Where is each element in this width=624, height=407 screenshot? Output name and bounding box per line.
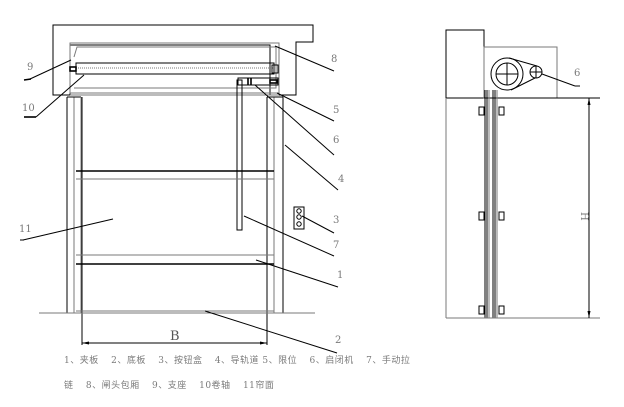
dimension-h: H — [578, 98, 591, 318]
opener-motor — [237, 77, 279, 86]
legend-line-2: 链 8、闸头包厢 9、支座 10卷轴 11帘面 — [64, 378, 283, 391]
legend-item: 2、底板 — [111, 356, 146, 366]
legend-item: 6、启闭机 — [309, 356, 354, 366]
callout-4: 4 — [338, 174, 344, 185]
callout-3: 3 — [333, 215, 339, 226]
dimension-b: B — [82, 329, 267, 345]
callout-11: 11 — [19, 224, 32, 235]
button-box — [293, 206, 305, 230]
head-box — [69, 42, 280, 96]
dimension-h-label: H — [578, 212, 589, 221]
roller-shaft — [69, 62, 279, 75]
legend-item: 4、导轨道 5、限位 — [214, 356, 298, 366]
callout-labels: 9 10 11 8 5 6 4 3 7 1 2 — [19, 54, 344, 346]
side-view: H 6 — [445, 29, 600, 319]
callout-10: 10 — [22, 103, 35, 114]
dimension-b-label: B — [170, 329, 180, 344]
callout-9: 9 — [27, 62, 33, 73]
callout-5: 5 — [333, 105, 339, 116]
side-callout-6: 6 — [574, 68, 580, 79]
legend-item: 1、夹板 — [64, 356, 99, 366]
legend-item: 7、手动拉 — [366, 356, 411, 366]
legend-item: 链 — [64, 381, 74, 391]
front-view: B 9 10 11 8 5 6 4 3 — [19, 24, 344, 354]
side-guide-rails — [478, 90, 600, 318]
legend-item: 10卷轴 — [199, 381, 231, 391]
callout-1: 1 — [337, 270, 343, 281]
legend-item: 8、闸头包厢 — [85, 381, 140, 391]
callout-6: 6 — [333, 135, 339, 146]
callout-8: 8 — [331, 54, 337, 65]
legend-item: 9、支座 — [152, 381, 187, 391]
legend-item: 11帘面 — [242, 381, 275, 391]
guide-rails — [66, 96, 284, 345]
manual-chain — [236, 79, 243, 231]
legend-line-1: 1、夹板 2、底板 3、按钮盒 4、导轨道 5、限位 6、启闭机 7、手动拉 — [64, 353, 419, 366]
curtain — [76, 170, 274, 312]
callout-7: 7 — [333, 240, 339, 251]
callout-2: 2 — [335, 335, 341, 346]
wall-section — [445, 29, 485, 99]
leader-lines — [20, 45, 339, 354]
legend-item: 3、按钮盒 — [158, 356, 203, 366]
